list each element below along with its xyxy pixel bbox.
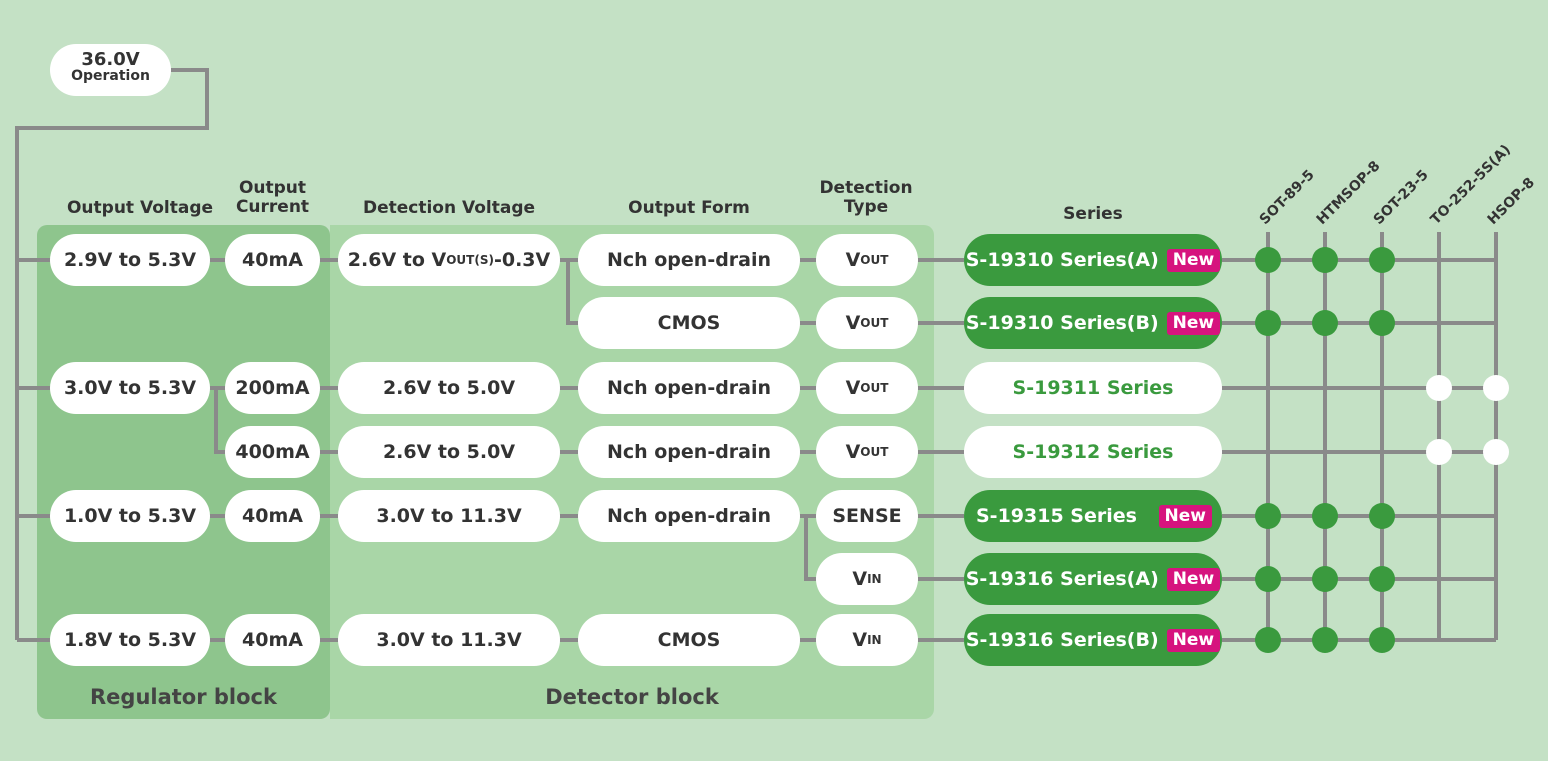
series-pill-s19316b[interactable]: S-19316 Series(B)New [964, 614, 1222, 666]
output-voltage-pill: 1.8V to 5.3V [50, 614, 210, 666]
header-output-form: Output Form [628, 198, 750, 218]
new-badge: New [1166, 248, 1221, 272]
detection-type-pill: SENSE [816, 490, 918, 542]
output-current-pill: 40mA [225, 490, 320, 542]
series-pill-s19310a[interactable]: S-19310 Series(A)New [964, 234, 1222, 286]
output-form-pill: Nch open-drain [578, 234, 800, 286]
series-pill-s19312[interactable]: S-19312 Series [964, 426, 1222, 478]
detection-voltage-pill: 2.6V to 5.0V [338, 362, 560, 414]
regulator-block-area [37, 225, 330, 719]
detection-voltage-pill: 3.0V to 11.3V [338, 614, 560, 666]
output-current-pill: 400mA [225, 426, 320, 478]
output-voltage-pill: 3.0V to 5.3V [50, 362, 210, 414]
output-form-pill: CMOS [578, 297, 800, 349]
new-badge: New [1158, 504, 1212, 528]
detection-voltage-pill: 3.0V to 11.3V [338, 490, 560, 542]
detector-block-label: Detector block [545, 685, 719, 709]
operation-wire [15, 68, 209, 640]
series-pill-s19316a[interactable]: S-19316 Series(A)New [964, 553, 1222, 605]
series-pill-s19311[interactable]: S-19311 Series [964, 362, 1222, 414]
new-badge: New [1166, 628, 1221, 652]
new-badge: New [1166, 567, 1221, 591]
regulator-block-label: Regulator block [90, 685, 277, 709]
detection-voltage-pill: 2.6V to 5.0V [338, 426, 560, 478]
package-dots-white [1426, 375, 1509, 465]
output-form-pill: CMOS [578, 614, 800, 666]
output-form-pill: Nch open-drain [578, 490, 800, 542]
header-output-voltage: Output Voltage [66, 198, 214, 218]
package-dots-green [1255, 247, 1395, 653]
series-pill-s19310b[interactable]: S-19310 Series(B)New [964, 297, 1222, 349]
operation-voltage: 36.0V [81, 49, 140, 70]
new-badge: New [1166, 311, 1221, 335]
output-voltage-pill: 1.0V to 5.3V [50, 490, 210, 542]
output-form-pill: Nch open-drain [578, 362, 800, 414]
output-voltage-pill: 2.9V to 5.3V [50, 234, 210, 286]
operation-label: Operation [71, 68, 150, 84]
output-current-pill: 40mA [225, 614, 320, 666]
output-current-pill: 200mA [225, 362, 320, 414]
output-current-pill: 40mA [225, 234, 320, 286]
header-detection-voltage: Detection Voltage [362, 198, 536, 218]
operation-badge: 36.0V Operation [50, 44, 171, 96]
header-series: Series [1063, 204, 1123, 224]
output-form-pill: Nch open-drain [578, 426, 800, 478]
